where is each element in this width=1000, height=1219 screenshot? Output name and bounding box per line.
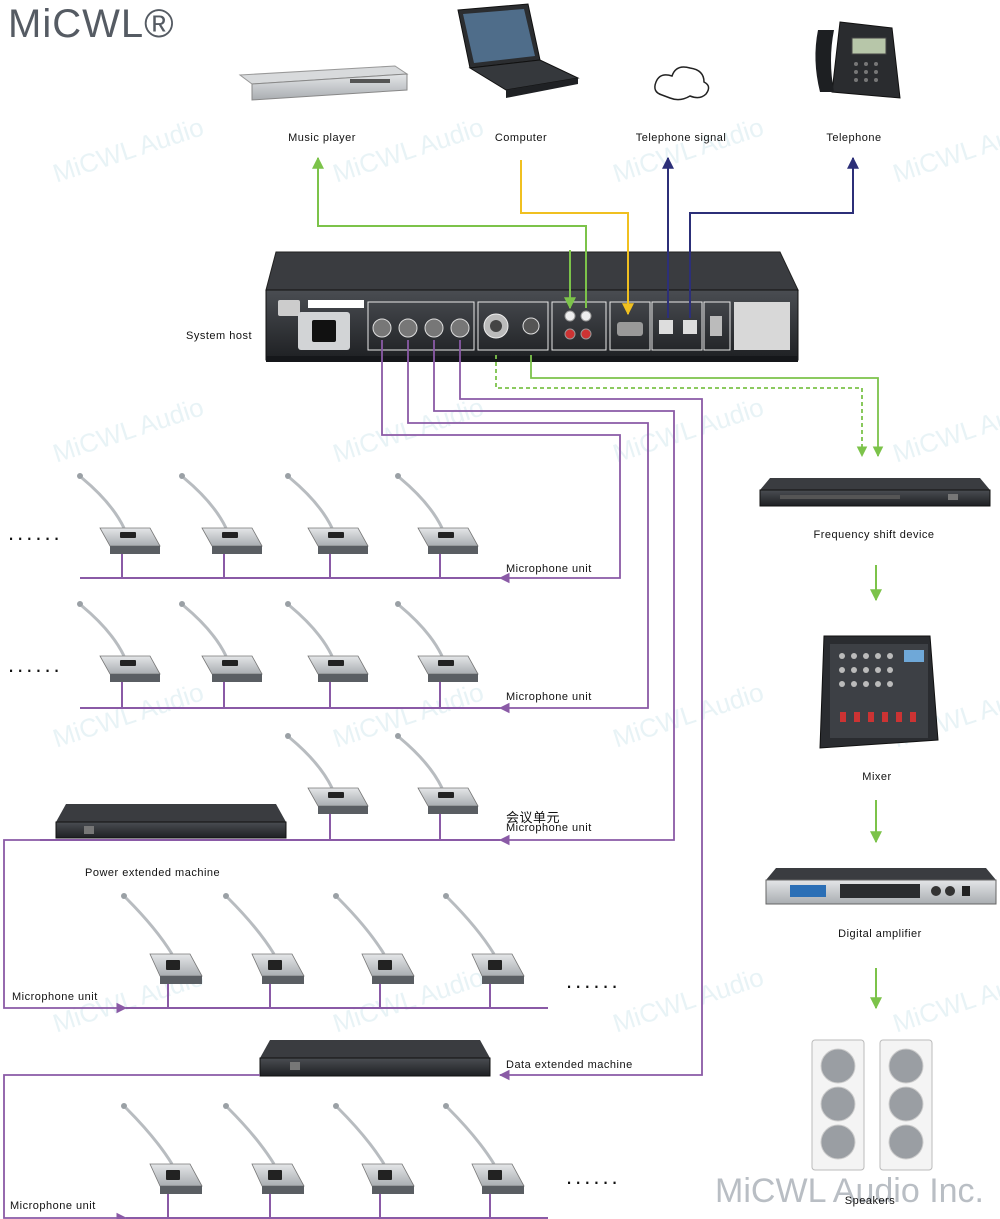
system-host-device	[265, 251, 799, 362]
mic-row-4	[119, 891, 548, 1009]
brand-logo: MiCWL®	[8, 2, 175, 46]
mic-row-2	[75, 599, 500, 709]
telephone-label: Telephone	[826, 132, 882, 144]
mixer-label: Mixer	[862, 771, 892, 783]
system-host-label: System host	[186, 330, 253, 342]
frequency-shift-label: Frequency shift device	[813, 529, 935, 541]
telephone-signal-label: Telephone signal	[635, 132, 727, 144]
amplifier-label: Digital amplifier	[838, 928, 922, 940]
telephone-device	[815, 21, 901, 99]
music-player-device	[238, 65, 409, 101]
mic-unit-label-row2: Microphone unit	[506, 691, 592, 703]
more-units-ellipsis: ......	[566, 1164, 621, 1189]
mic-unit-label-row4: Microphone unit	[12, 991, 98, 1003]
mic-unit-label-row1: Microphone unit	[506, 563, 592, 575]
chinese-unit-label: 会议单元	[506, 810, 561, 825]
mixer-device	[819, 635, 939, 749]
footer-brand: MiCWL Audio Inc.	[715, 1172, 984, 1210]
computer-device	[457, 3, 580, 98]
cloud-icon	[654, 66, 710, 101]
more-units-ellipsis: ......	[8, 520, 63, 545]
mic-row-3	[40, 731, 500, 841]
power-extender-bus	[3, 839, 128, 1014]
source-connections	[312, 156, 859, 318]
data-extender-bus	[3, 1074, 260, 1219]
more-units-ellipsis: ......	[8, 652, 63, 677]
digital-amplifier-device	[765, 868, 997, 905]
speakers-label: Speakers	[844, 1195, 896, 1207]
mic-row-1	[75, 471, 500, 579]
frequency-shift-device	[759, 478, 991, 507]
mic-unit-label-row3: Microphone unit	[506, 822, 592, 834]
computer-label: Computer	[494, 132, 548, 144]
mic-row-5	[119, 1101, 548, 1219]
music-player-label: Music player	[288, 132, 356, 144]
data-extended-machine-device	[259, 1040, 491, 1077]
more-units-ellipsis: ......	[566, 968, 621, 993]
mic-unit-label-row5: Microphone unit	[10, 1200, 96, 1212]
power-extended-machine-device	[55, 804, 287, 839]
mic-trunk-lines	[381, 340, 703, 1081]
speakers-device	[811, 1039, 933, 1171]
power-extended-machine-label: Power extended machine	[85, 867, 221, 879]
output-connections	[495, 355, 884, 458]
data-extended-machine-label: Data extended machine	[506, 1059, 633, 1071]
